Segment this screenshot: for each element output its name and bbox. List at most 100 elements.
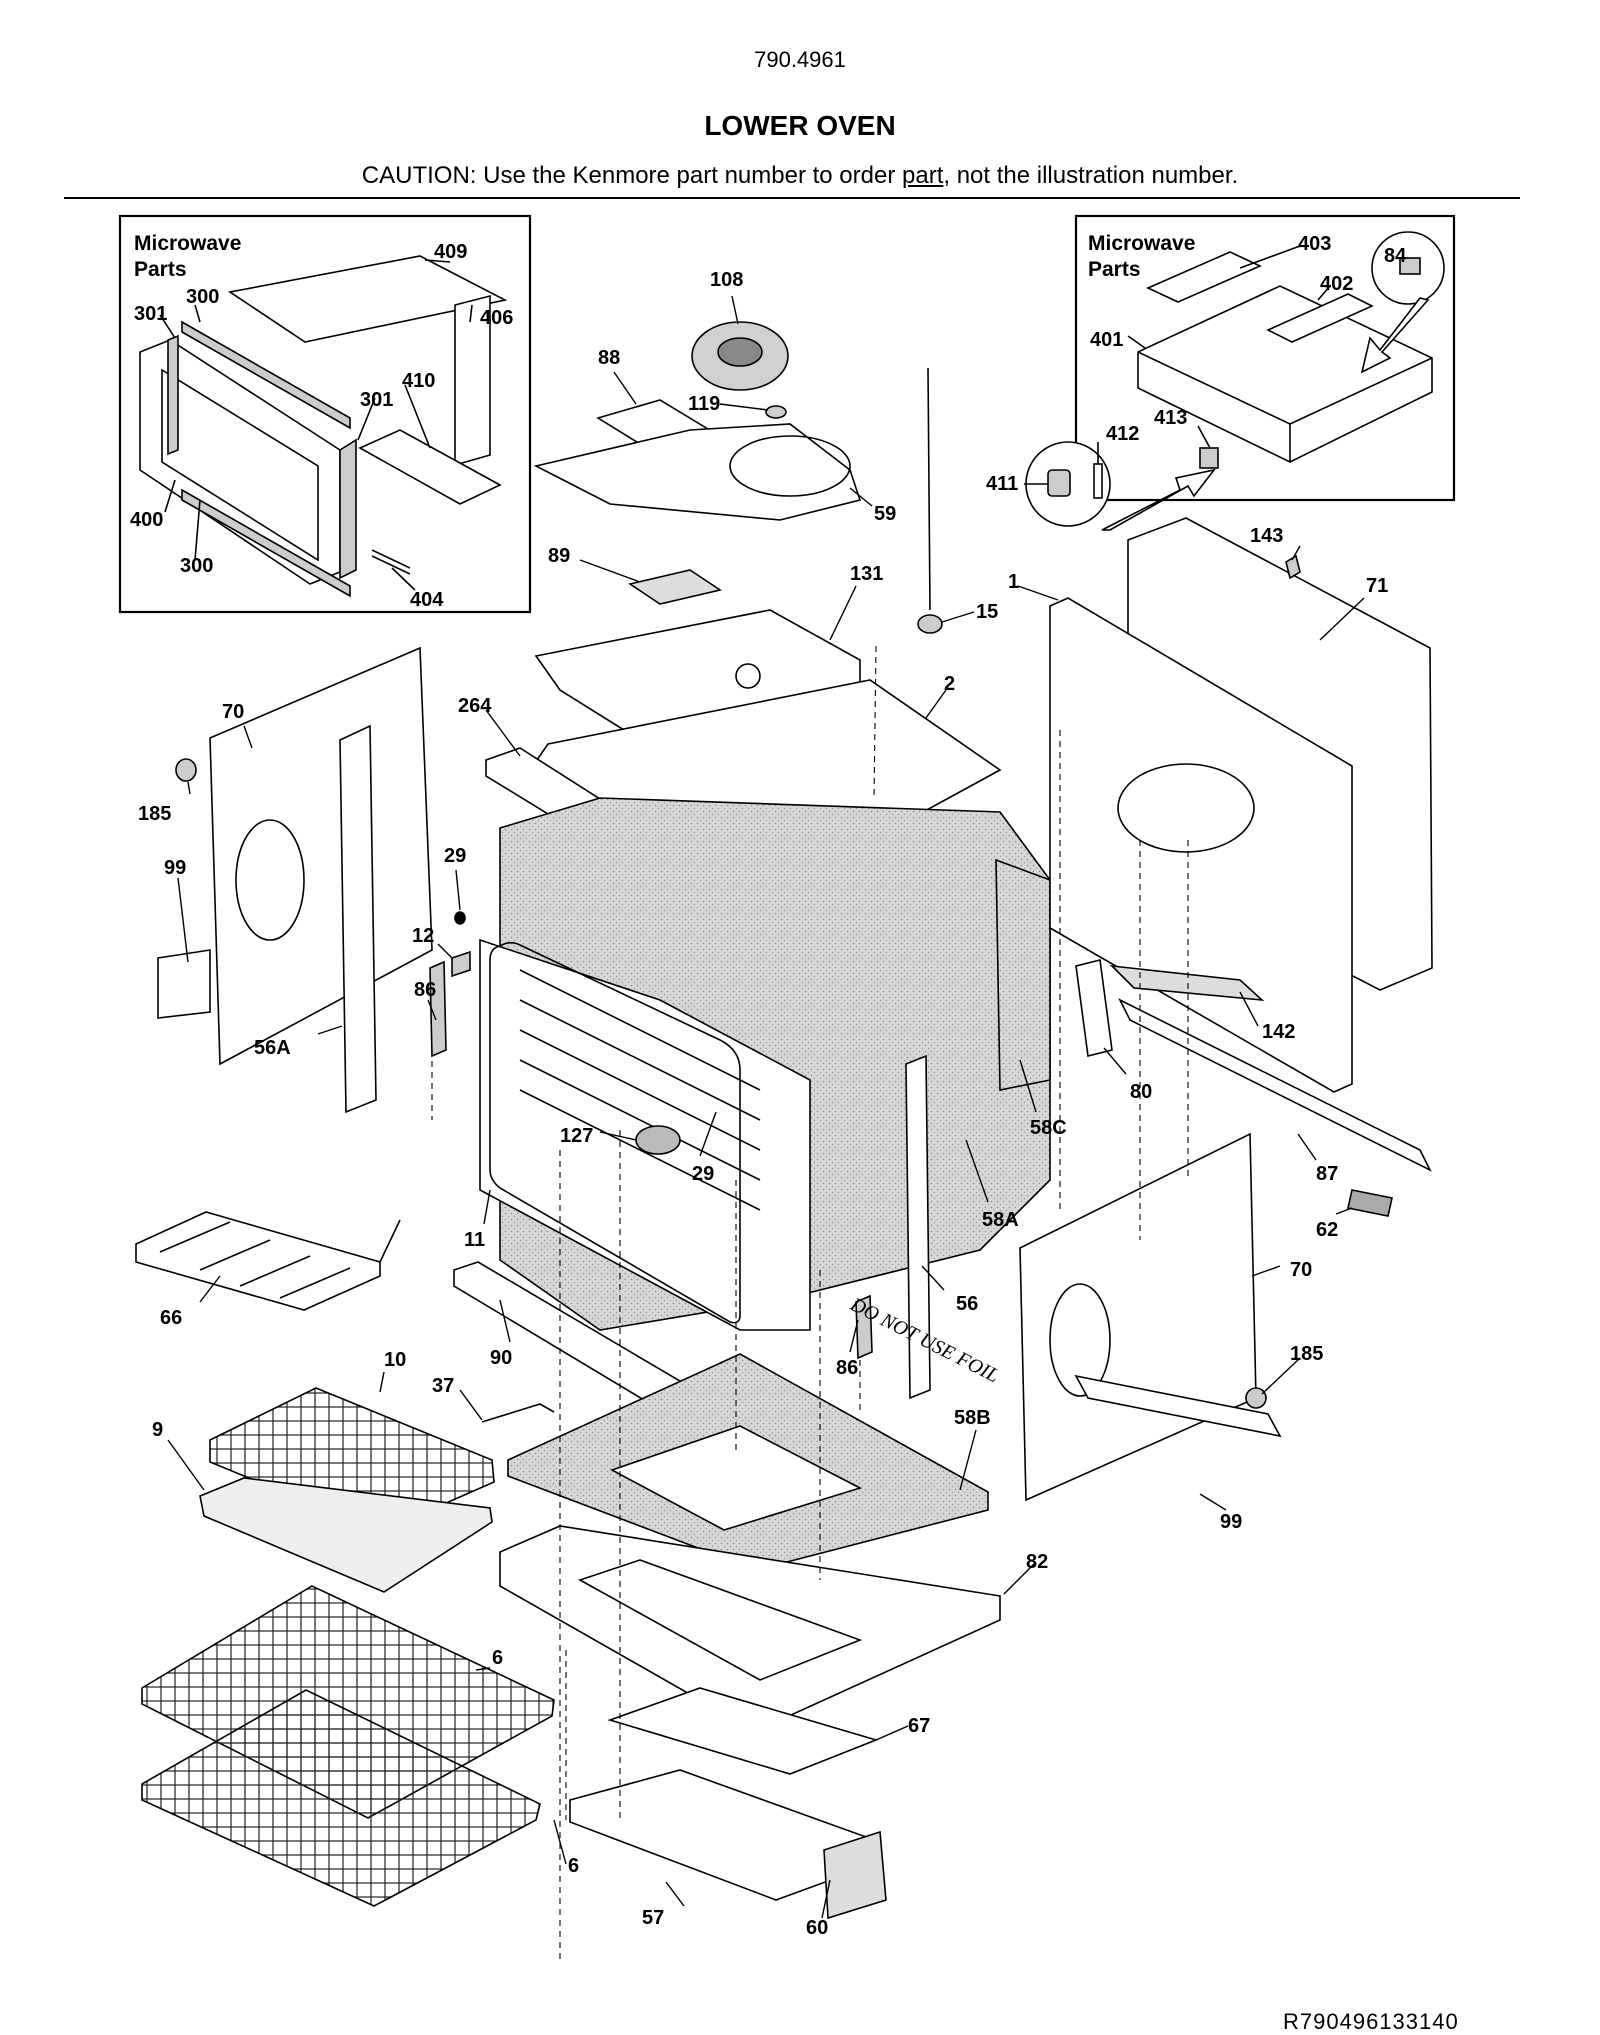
header-rule [64, 197, 1520, 199]
inset-left-frame [118, 214, 532, 614]
inset-right-title-1: Microwave [1088, 232, 1195, 255]
callout-185-right: 185 [1290, 1343, 1323, 1365]
part-412-fuse [1093, 463, 1103, 499]
part-300-top-trim [181, 320, 351, 430]
caution-link[interactable]: part [902, 162, 944, 189]
callout-29-top: 29 [444, 845, 466, 867]
part-70-left-side-panel [209, 646, 433, 1066]
callout-301-left: 301 [134, 303, 167, 325]
callout-143: 143 [1250, 525, 1283, 547]
callout-301-right: 301 [360, 389, 393, 411]
inset-right-frame [1074, 214, 1456, 502]
callout-411: 411 [986, 473, 1018, 495]
part-10-broil-pan-grid [209, 1387, 495, 1533]
inset-left-title-1: Microwave [134, 232, 241, 255]
callout-62: 62 [1316, 1219, 1338, 1241]
callout-264: 264 [458, 695, 492, 717]
part-80-bracket [1075, 959, 1113, 1057]
part-59-blower-ring [729, 435, 851, 497]
callout-401: 401 [1090, 329, 1123, 351]
part-108-fan-core [717, 337, 763, 367]
callout-402: 402 [1320, 273, 1353, 295]
part-402-rail [1266, 293, 1374, 343]
part-67-bake-element [607, 1687, 879, 1775]
callout-11: 11 [464, 1229, 485, 1251]
callout-84: 84 [1384, 245, 1407, 267]
callout-119: 119 [688, 393, 720, 415]
alignment-lines [431, 645, 1189, 1960]
callout-88: 88 [598, 347, 620, 369]
callout-410: 410 [402, 370, 435, 392]
part-300-bottom-trim [181, 488, 351, 598]
part-29-screw [454, 911, 466, 925]
part-56A-left-strip [339, 724, 377, 1114]
inset-left-title-2: Parts [134, 258, 187, 281]
part-301-left-strip [167, 334, 179, 456]
callout-131: 131 [850, 563, 883, 585]
caution-note: CAUTION: Use the Kenmore part number to … [0, 162, 1600, 190]
callout-70-left: 70 [222, 701, 244, 723]
callout-10: 10 [384, 1349, 406, 1371]
callout-58C: 58C [1030, 1117, 1067, 1139]
callout-29-bottom: 29 [692, 1163, 714, 1185]
part-86-right-hinge [855, 1294, 873, 1360]
callout-6-upper: 6 [492, 1647, 503, 1669]
model-number: 790.4961 [754, 47, 846, 72]
callout-57: 57 [642, 1907, 664, 1929]
callout-400: 400 [130, 509, 163, 531]
callout-413: 413 [1154, 407, 1187, 429]
callout-142: 142 [1262, 1021, 1295, 1043]
callout-15: 15 [976, 601, 998, 623]
inset-right-leaders [1024, 245, 1331, 485]
callout-403: 403 [1298, 233, 1331, 255]
part-58B-insulation-cutout [610, 1425, 863, 1531]
callout-404: 404 [410, 589, 444, 611]
callout-56A: 56A [254, 1037, 291, 1059]
part-84-switch [1399, 257, 1421, 275]
part-70-right-side-panel [1019, 1132, 1257, 1502]
part-403-rail [1146, 251, 1262, 303]
part-410-tray [358, 429, 502, 505]
part-411-thermostat [1047, 469, 1071, 497]
callout-58A: 58A [982, 1209, 1019, 1231]
drawing-reference-code: R790496133140 [1283, 2009, 1459, 2034]
callout-56: 56 [956, 1293, 978, 1315]
callout-70-right: 70 [1290, 1259, 1312, 1281]
callout-185-left: 185 [138, 803, 171, 825]
callout-127: 127 [560, 1125, 593, 1147]
callout-80: 80 [1130, 1081, 1152, 1103]
part-409-panel [227, 255, 508, 343]
part-99-left-bracket [157, 949, 211, 1019]
callout-409: 409 [434, 241, 467, 263]
part-66-broil-element [135, 1211, 401, 1311]
part-301-right-strip [339, 438, 357, 580]
part-99-right-bracket [1074, 1374, 1282, 1438]
part-89-motor [628, 569, 722, 605]
callout-87: 87 [1316, 1163, 1338, 1185]
part-86-left-hinge [429, 960, 447, 1058]
part-404-bracket [371, 549, 411, 575]
part-400-door-window [161, 368, 319, 562]
right-inset-arrow-top [1360, 297, 1430, 374]
part-127-element-bulb [635, 1125, 681, 1155]
callout-86-left: 86 [414, 979, 436, 1001]
part-1-panel-opening [1117, 763, 1255, 853]
part-6-oven-rack-lower [141, 1689, 541, 1907]
oven-cavity-rack-guides [519, 969, 761, 1211]
leader-lines [167, 295, 1365, 1919]
part-12-lamp-socket [451, 950, 471, 978]
callout-58B: 58B [954, 1407, 991, 1429]
part-70-right-window [1049, 1283, 1111, 1397]
callout-71: 71 [1366, 575, 1388, 597]
inset-right-title-2: Parts [1088, 258, 1141, 281]
callout-1: 1 [1008, 571, 1019, 593]
right-inset-arrow-bottom [1101, 468, 1216, 531]
callout-300-top: 300 [186, 286, 219, 308]
callout-9: 9 [152, 1419, 163, 1441]
part-56-right-strip [905, 1054, 931, 1400]
part-185-left-plug [175, 758, 197, 782]
part-131-holes [735, 663, 761, 689]
callout-67: 67 [908, 1715, 930, 1737]
part-58C-insulation [995, 858, 1051, 1091]
part-185-right-plug [1245, 1387, 1267, 1409]
